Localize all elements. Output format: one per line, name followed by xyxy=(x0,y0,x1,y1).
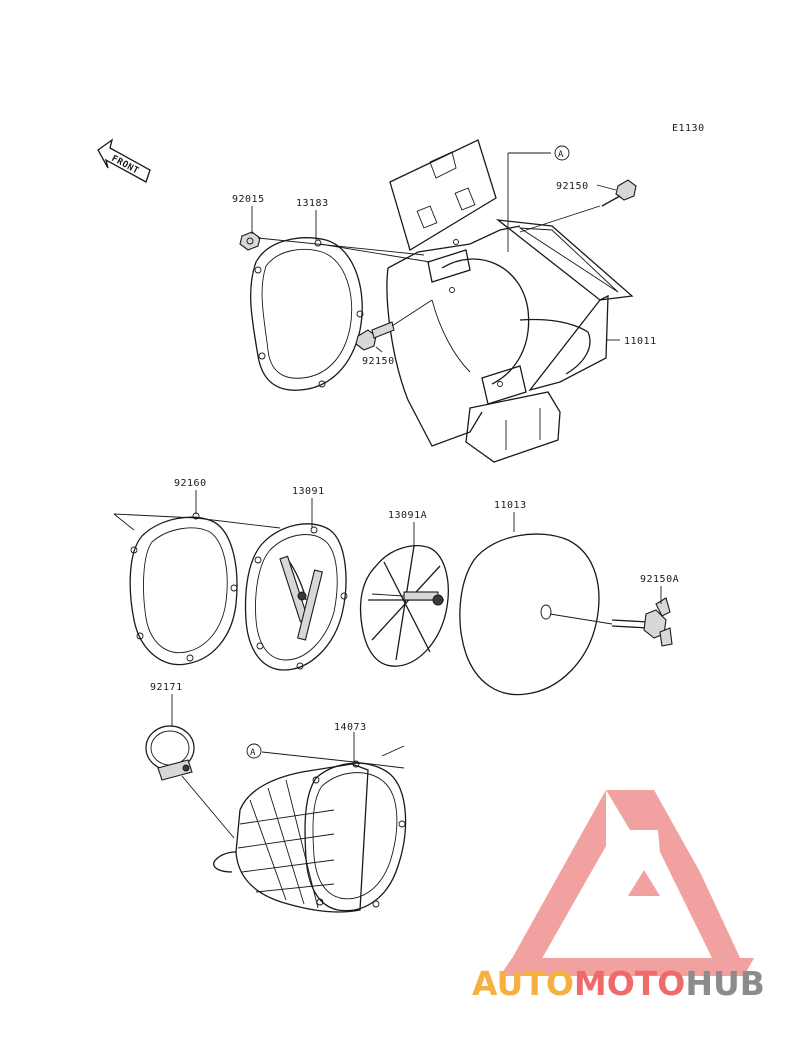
top-leader-lines xyxy=(251,152,620,353)
svg-text:A: A xyxy=(558,150,564,160)
duct-14073 xyxy=(213,760,407,913)
label-92015: 92015 xyxy=(232,194,265,205)
watermark-auto: AUTO xyxy=(472,964,574,1003)
svg-text:A: A xyxy=(250,748,256,758)
middle-leader-lines xyxy=(113,490,662,625)
bolt-92150-mid xyxy=(355,321,395,351)
ref-marker-a-bottom: A xyxy=(246,743,262,759)
gasket-13183 xyxy=(250,237,364,391)
watermark-moto: MOTO xyxy=(574,964,685,1003)
gasket-92160 xyxy=(129,512,238,666)
nut-92015 xyxy=(239,231,261,251)
air-box-housing xyxy=(386,139,634,463)
label-92150-mid: 92150 xyxy=(362,356,395,367)
label-13091a: 13091A xyxy=(388,510,427,521)
bolt-92150-top xyxy=(601,179,637,207)
label-92171: 92171 xyxy=(150,682,183,693)
clamp-92171 xyxy=(145,725,195,781)
label-13183: 13183 xyxy=(296,198,329,209)
label-92150-top: 92150 xyxy=(556,181,589,192)
watermark-logo-icon xyxy=(500,790,754,976)
label-92150a: 92150A xyxy=(640,574,679,585)
front-arrow-icon: FRONT xyxy=(97,138,151,183)
wing-bolt-92150a xyxy=(611,597,673,647)
element-frame-13091 xyxy=(244,523,348,671)
diagram-code: E1130 xyxy=(672,123,705,134)
ref-marker-a-top: A xyxy=(554,145,570,161)
element-frame-13091a xyxy=(359,545,449,667)
label-92160: 92160 xyxy=(174,478,207,489)
label-11013: 11013 xyxy=(494,500,527,511)
label-14073: 14073 xyxy=(334,722,367,733)
watermark-hub: HUB xyxy=(685,964,765,1003)
watermark-text: AUTOMOTOHUB xyxy=(472,964,765,1003)
label-13091: 13091 xyxy=(292,486,325,497)
bottom-leader-lines xyxy=(171,694,405,839)
label-11011: 11011 xyxy=(624,336,657,347)
air-filter-11013 xyxy=(459,533,600,696)
